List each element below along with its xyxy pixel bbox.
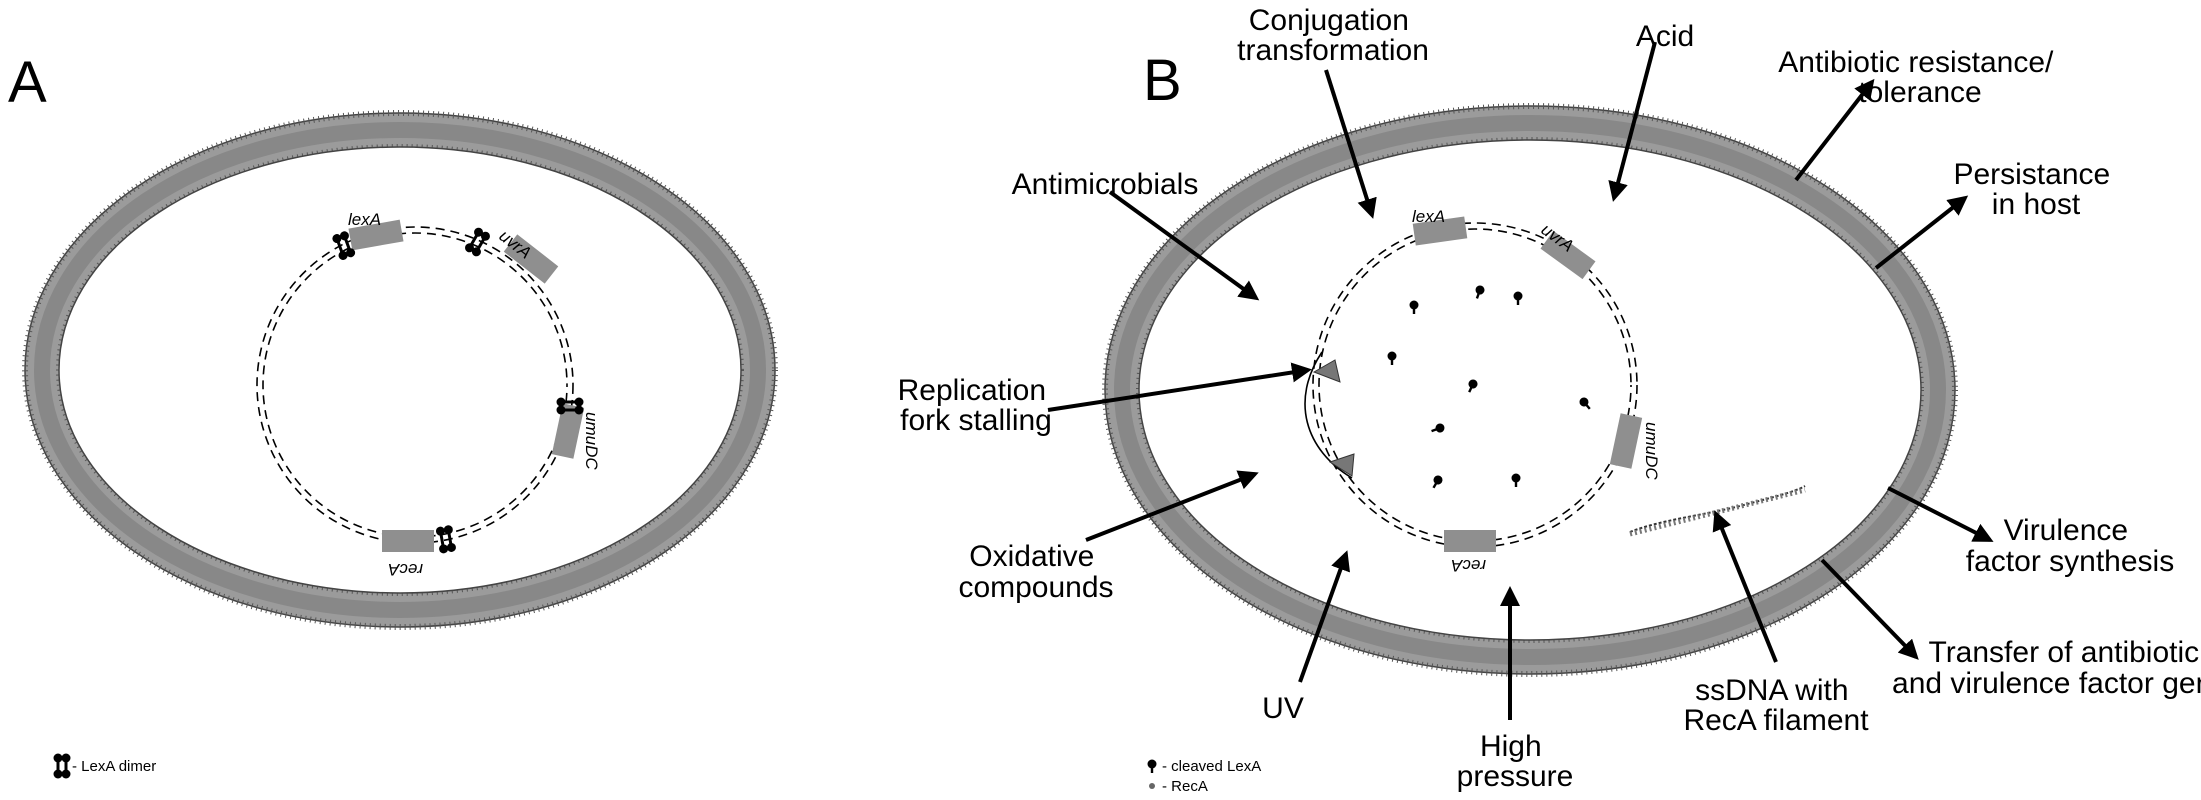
chromosome-b: lexA uvrA umuDC recA (1304, 207, 1806, 575)
gene-uvra-box-b (1540, 230, 1596, 280)
label-replication: Replication fork stalling (898, 374, 1055, 437)
chromosome-a: lexA uvrA umuDC recA (256, 210, 601, 579)
label-conjugation: Conjugation transformation (1237, 4, 1429, 67)
cleaved-lexa-legend-icon (1147, 759, 1157, 773)
arrow-transfer (1820, 558, 1919, 660)
cleaved-lexa (1432, 475, 1443, 489)
label-pressure: High pressure (1457, 730, 1574, 793)
arrow-uv (1298, 550, 1350, 683)
cleaved-lexa (1511, 473, 1521, 487)
fork-triangle-top (1312, 359, 1341, 383)
gene-reca-label: recA (388, 560, 423, 579)
label-transfer: Transfer of antibiotic and virulence fac… (1892, 636, 2201, 700)
output-arrows (1794, 78, 1994, 660)
lexa-dimer-2 (465, 227, 490, 257)
panel-a: A lexA uvrA umuDC recA (8, 50, 778, 779)
gene-reca-label-b: recA (1451, 556, 1486, 575)
label-ssdna: ssDNA with RecA filament (1683, 674, 1869, 737)
legend-panel-b: - cleaved LexA - RecA (1147, 758, 1261, 795)
legend-cleaved-lexa-text: - cleaved LexA (1162, 758, 1261, 775)
cleaved-lexa (1468, 379, 1478, 393)
gene-reca-box-b (1444, 530, 1496, 552)
arrow-antimicrobials (1108, 190, 1260, 301)
lexa-dimer-4 (435, 525, 456, 554)
cleaved-lexa (1409, 300, 1419, 314)
gene-uvra-box (503, 234, 559, 284)
gene-lexa-label-b: lexA (1412, 207, 1445, 226)
arrow-oxidative (1085, 470, 1259, 542)
cleaved-lexa (1431, 423, 1445, 433)
legend-lexa-dimer-text: - LexA dimer (72, 758, 156, 775)
cleaved-lexa (1475, 285, 1485, 299)
arrow-persistance (1874, 195, 1969, 270)
gene-umudc-box-b (1609, 413, 1643, 469)
input-arrows (1047, 41, 1778, 720)
cleaved-lexa (1387, 351, 1397, 365)
arrow-acid (1608, 41, 1657, 202)
label-acid: Acid (1636, 20, 1694, 53)
lexa-dimer-legend-icon (53, 753, 71, 779)
panel-b-letter: B (1143, 48, 1182, 113)
legend-lexa-dimer: - LexA dimer (53, 753, 156, 779)
arrow-conjugation (1324, 69, 1377, 219)
gene-umudc-label: umuDC (582, 412, 601, 470)
fork-triangle-bottom (1328, 453, 1355, 477)
gene-lexa-label: lexA (348, 210, 381, 229)
cleaved-lexa (1579, 397, 1591, 410)
gene-umudc-label-b: umuDC (1642, 422, 1661, 480)
gene-umudc-box (551, 403, 585, 459)
reca-legend-icon (1149, 783, 1155, 789)
arrow-virulence (1887, 486, 1994, 542)
arrow-replication (1047, 362, 1312, 412)
legend-reca-text: - RecA (1162, 778, 1208, 795)
arrow-ssdna (1712, 510, 1778, 663)
cleaved-lexa-fragments (1387, 285, 1591, 489)
label-uv: UV (1262, 692, 1304, 725)
lexa-dimer-3 (556, 397, 584, 415)
panel-b: B lexA uvrA umuDC recA (898, 4, 2201, 795)
arrow-resistance (1794, 78, 1875, 182)
gene-lexa-box-b (1412, 216, 1468, 246)
cleaved-lexa (1513, 291, 1523, 305)
gene-lexa-box (348, 219, 404, 251)
cell-membrane-b (1102, 103, 1958, 677)
panel-a-letter: A (8, 50, 47, 115)
label-resistance: Antibiotic resistance/ tolerance (1778, 46, 2061, 109)
lexa-dimer-1 (332, 231, 356, 260)
label-virulence: Virulence factor synthesis (1966, 514, 2174, 578)
label-antimicrobials: Antimicrobials (1012, 168, 1199, 201)
replication-fork-bubble (1304, 351, 1355, 479)
cell-membrane-a (22, 110, 778, 630)
gene-reca-box (382, 530, 434, 552)
label-persistance: Persistance in host (1953, 158, 2118, 221)
label-oxidative: Oxidative compounds (958, 540, 1113, 604)
